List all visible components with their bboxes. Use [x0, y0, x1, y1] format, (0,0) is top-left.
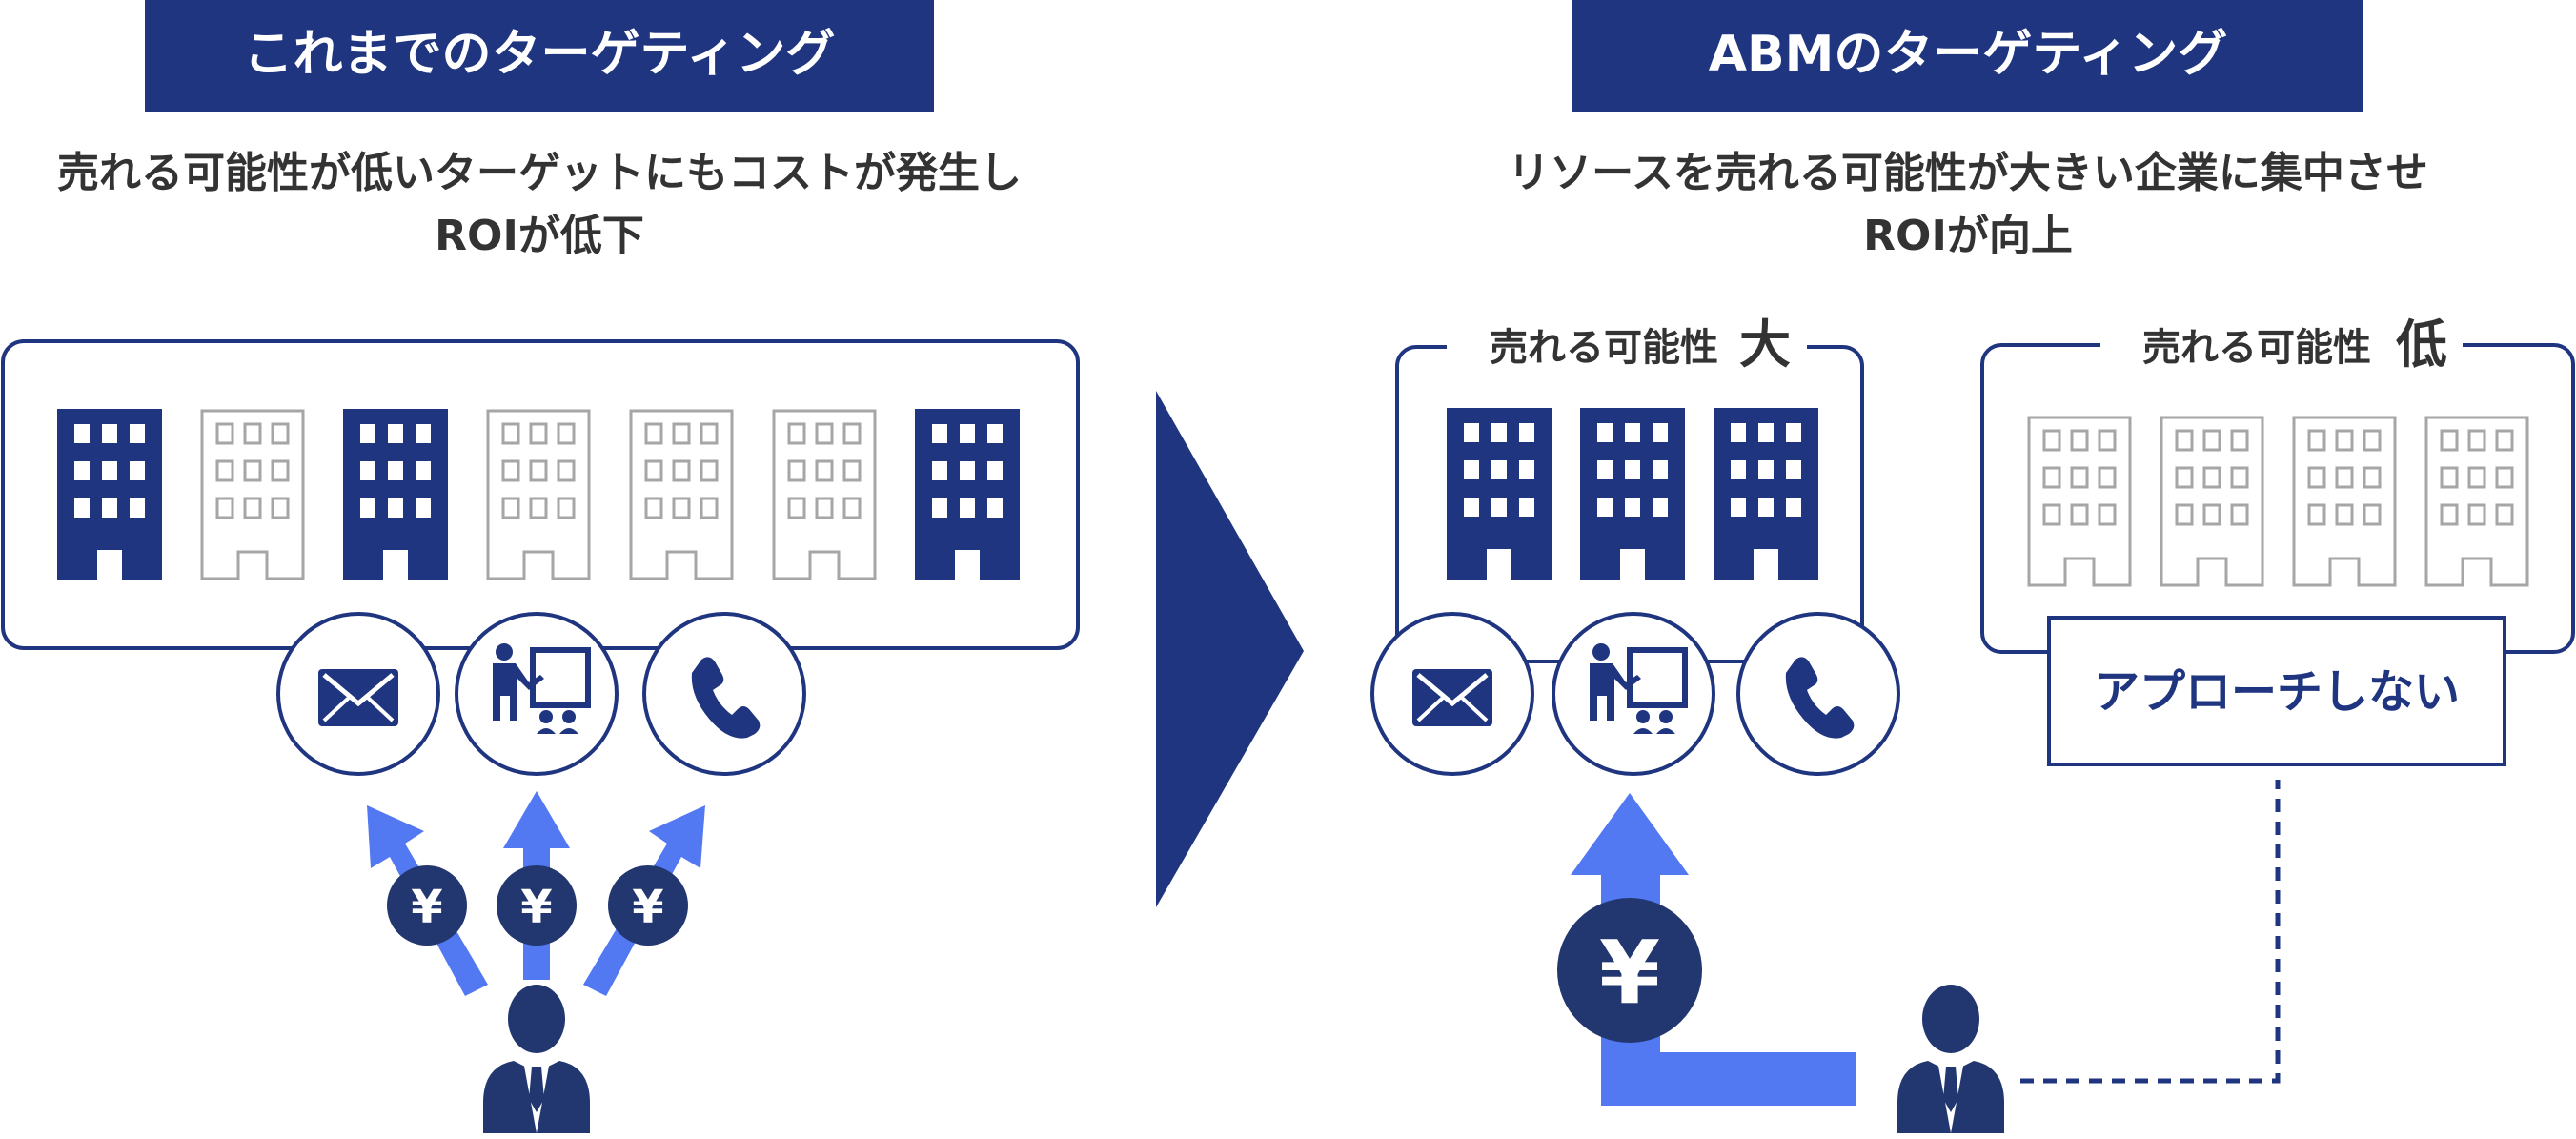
yen-label: ¥ — [520, 881, 552, 934]
salesperson-icon — [483, 985, 590, 1133]
arrow-up-center-head — [503, 791, 570, 848]
high-group-label: 売れる可能性 — [1490, 326, 1718, 370]
low-label-bg — [2100, 315, 2463, 381]
yen-label: ¥ — [411, 881, 442, 934]
right-title-banner — [1572, 0, 2363, 112]
yen-coin — [497, 865, 577, 946]
salesperson-icon — [1897, 985, 2004, 1133]
no-approach-dashed-line — [2020, 780, 2281, 1084]
yen-coin-large — [1557, 898, 1702, 1043]
yen-coin — [608, 865, 688, 946]
no-approach-box — [2047, 616, 2506, 766]
high-building — [1447, 408, 1552, 580]
company-building-filled — [57, 409, 162, 580]
chevron-right-icon — [1156, 391, 1304, 907]
yen-label-large: ¥ — [1599, 922, 1660, 1024]
left-phone-channel — [642, 612, 806, 776]
high-label-bg — [1447, 315, 1807, 381]
right-subtitle-line2: ROIが向上 — [1863, 212, 2073, 260]
yen-label: ¥ — [632, 881, 663, 934]
high-building — [1580, 408, 1685, 580]
mail-icon — [318, 669, 398, 726]
left-title-banner — [145, 0, 934, 112]
high-group-mark: 大 — [1739, 315, 1791, 375]
low-group-label: 売れる可能性 — [2142, 326, 2371, 370]
left-subtitle-line2: ROIが低下 — [435, 212, 644, 260]
high-building — [1714, 408, 1818, 580]
no-approach-label: アプローチしない — [2094, 665, 2460, 719]
left-subtitle-line1: 売れる可能性が低いターゲットにもコストが発生し — [57, 149, 1022, 197]
company-building-filled — [915, 409, 1020, 580]
right-subtitle-line1: リソースを売れる可能性が大きい企業に集中させ — [1508, 149, 2428, 197]
low-group-mark: 低 — [2396, 315, 2447, 375]
right-phone-channel — [1736, 612, 1900, 776]
mail-icon — [1412, 669, 1492, 726]
left-yen-coins: ¥ ¥ ¥ — [387, 865, 688, 946]
right-title: ABMのターゲティング — [1709, 26, 2228, 83]
left-title: これまでのターゲティング — [244, 26, 836, 83]
yen-coin — [387, 865, 467, 946]
company-building-filled — [343, 409, 448, 580]
